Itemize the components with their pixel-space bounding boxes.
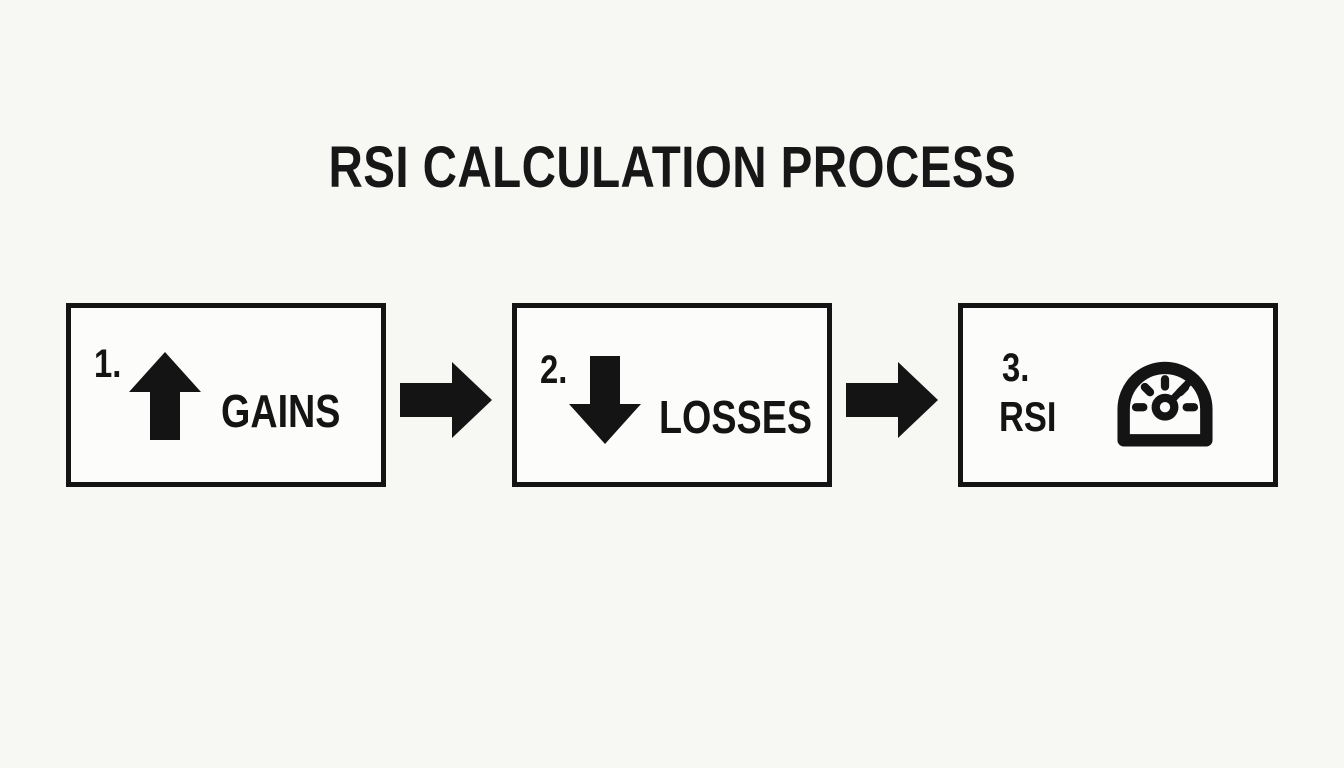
step-box-gains: 1. GAINS xyxy=(66,303,386,487)
page-title: RSI CALCULATION PROCESS xyxy=(0,134,1344,201)
right-arrow-icon xyxy=(400,362,492,438)
step-number-label-stack: 3. RSI xyxy=(999,348,1069,438)
gauge-icon xyxy=(1103,346,1227,456)
step-number: 2. xyxy=(540,348,568,392)
step-label: RSI xyxy=(999,393,1057,440)
step-box-rsi: 3. RSI xyxy=(958,303,1278,487)
up-arrow-icon xyxy=(129,352,201,440)
step-number: 3. xyxy=(1002,346,1030,390)
page-title-text: RSI CALCULATION PROCESS xyxy=(328,135,1016,200)
step-label: GAINS xyxy=(221,385,341,437)
down-arrow-icon xyxy=(569,356,641,444)
step-number: 1. xyxy=(94,342,122,386)
step-label: LOSSES xyxy=(659,391,813,443)
step-box-losses: 2. LOSSES xyxy=(512,303,832,487)
right-arrow-icon xyxy=(846,362,938,438)
